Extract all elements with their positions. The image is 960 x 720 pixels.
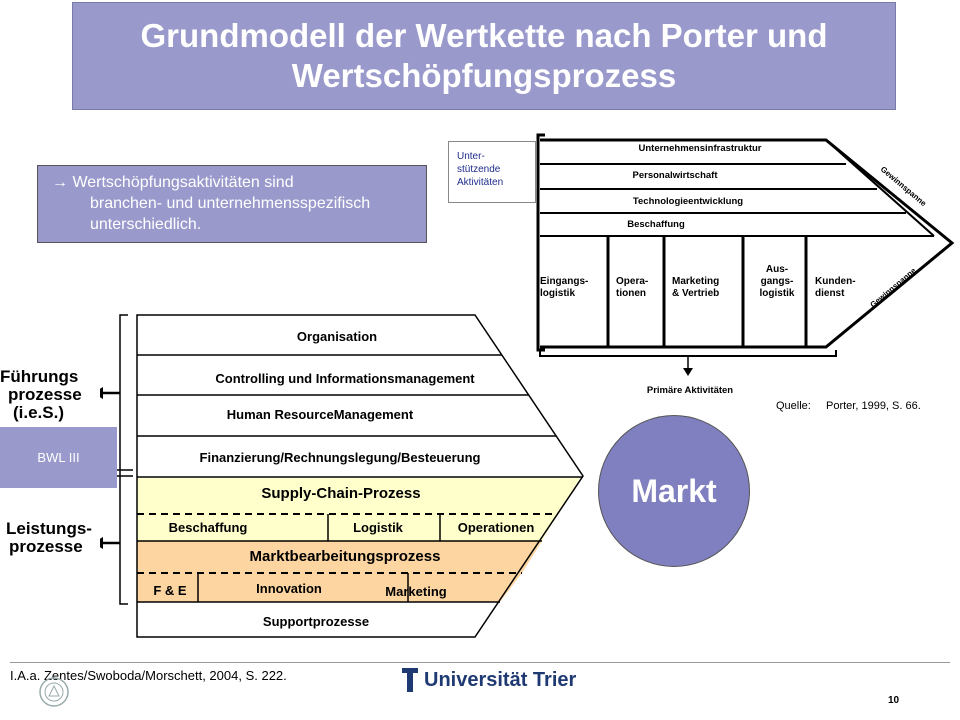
primary-marketing-sales: Marketing & Vertrieb (672, 276, 720, 299)
market-sub-marketing: Marketing (385, 584, 447, 599)
supply-sub-operations: Operationen (457, 520, 535, 535)
support-row-technology: Technologieentwicklung (632, 196, 744, 207)
primary-operations: Opera- tionen (616, 276, 649, 299)
market-sub-rnd: F & E (153, 583, 187, 598)
primary-outbound-logistics: Aus- gangs- logistik (759, 264, 795, 299)
note-line-2: branchen- und unternehmensspezifisch (90, 195, 371, 212)
org-row-finance: Finanzierung/Rechnungslegung/Besteuerung (199, 450, 481, 465)
note-line-3: unterschiedlich. (90, 216, 202, 233)
org-row-organisation: Organisation (296, 329, 378, 344)
support-row-infrastructure: Unternehmensinfrastruktur (638, 143, 762, 154)
note-box: → Wertschöpfungsaktivitäten sind branche… (37, 165, 427, 243)
university-name: Universität Trier (424, 668, 577, 691)
support-activities-label: Unter- stützende Aktivitäten (448, 141, 536, 203)
university-mark-icon (402, 668, 418, 692)
title-banner: Grundmodell der Wertkette nach Porter un… (72, 2, 896, 110)
margin-lower-label: Gewinnspanne (869, 266, 919, 310)
university-logo: Universität Trier (402, 668, 576, 692)
supply-sub-logistics: Logistik (353, 520, 403, 535)
source-text: Porter, 1999, S. 66. (826, 400, 921, 412)
title-line-1: Grundmodell der Wertkette nach Porter un… (140, 17, 828, 54)
market-sub-innovation: Innovation (256, 581, 322, 596)
university-seal-icon (39, 677, 69, 707)
footer-divider (10, 662, 950, 663)
bwl-badge: BWL III (0, 427, 117, 488)
leistung-label: Leistungs- prozesse (6, 519, 92, 556)
org-row-hrm: Human ResourceManagement (226, 407, 414, 422)
support-row-hr: Personalwirtschaft (632, 170, 718, 181)
market-process-label: Marktbearbeitungsprozess (249, 548, 441, 565)
source-label: Quelle: (776, 400, 811, 412)
primary-inbound-logistics: Eingangs- logistik (540, 276, 589, 299)
footer-citation: I.A.a. Zentes/Swoboda/Morschett, 2004, S… (10, 668, 287, 683)
page-number: 10 (888, 695, 900, 706)
supply-chain-label: Supply-Chain-Prozess (261, 485, 421, 502)
org-row-controlling: Controlling und Informationsmanagement (215, 371, 475, 386)
support-row-procurement: Beschaffung (627, 219, 685, 230)
market-circle: Markt (598, 415, 750, 567)
supply-sub-procurement: Beschaffung (168, 520, 248, 535)
market-process-fill (137, 541, 542, 573)
value-chain-diagram: Gewinnspanne Gewinnspanne (536, 133, 955, 376)
title-line-2: Wertschöpfungsprozess (291, 57, 677, 94)
note-line-1: → Wertschöpfungsaktivitäten sind (52, 174, 294, 191)
arrow-right-icon: → (52, 174, 68, 191)
supply-chain-fill (137, 478, 580, 514)
primary-activities-label: Primäre Aktivitäten (646, 385, 734, 396)
primary-customer-service: Kunden- dienst (815, 276, 856, 299)
organization-model-diagram (100, 314, 584, 638)
fuehrung-label: Führungs prozesse (i.e.S.) (0, 367, 82, 422)
support-processes-label: Supportprozesse (262, 614, 370, 629)
